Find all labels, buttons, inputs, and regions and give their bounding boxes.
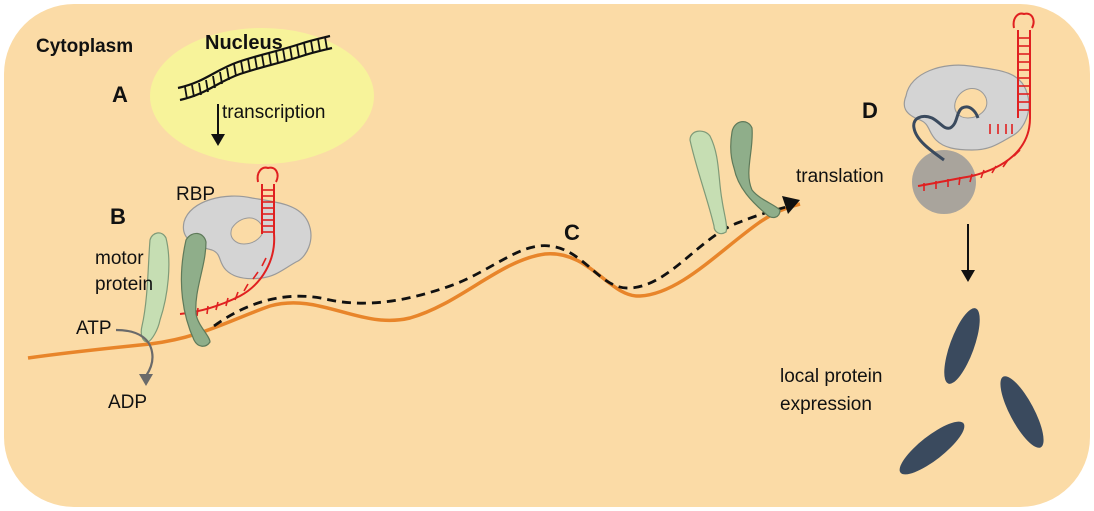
step-b-label: B [110, 204, 126, 229]
atp-label: ATP [76, 318, 112, 340]
local-protein-expression-label-line1: local protein [780, 366, 882, 388]
transcription-label: transcription [222, 102, 326, 124]
motor-protein-label-line1: motor [95, 248, 144, 270]
rbp-label: RBP [176, 184, 215, 206]
motor-protein-label-line2: protein [95, 274, 153, 296]
step-a-label: A [112, 82, 128, 107]
cytoplasm-label: Cytoplasm [36, 36, 133, 58]
adp-label: ADP [108, 392, 147, 414]
step-d-label: D [862, 98, 878, 123]
nucleus-label: Nucleus [205, 32, 283, 55]
translation-label: translation [796, 166, 884, 188]
step-c-label: C [564, 220, 580, 245]
local-protein-expression-label-line2: expression [780, 394, 872, 416]
